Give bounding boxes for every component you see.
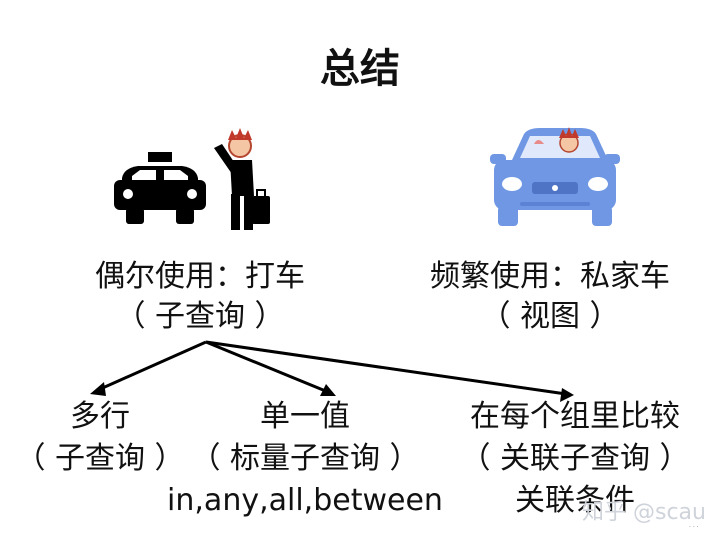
footer-mark: · · · <box>689 524 699 531</box>
right-label-line2: （ 视图 ） <box>480 299 620 334</box>
branch-multirow-subtitle: （ 子查询 ） <box>15 441 185 476</box>
page-title: 总结 <box>320 46 400 92</box>
private-car-icon <box>490 128 620 226</box>
branch-multirow-title: 多行 <box>70 399 130 434</box>
branch-scalar-title: 单一值 <box>260 399 350 434</box>
arrow-to-multirow <box>97 340 207 392</box>
taxi-icon <box>114 152 206 224</box>
left-label-line2: （ 子查询 ） <box>115 299 285 334</box>
branch-scalar-operators: in,any,all,between <box>167 483 443 518</box>
arrow-to-correlated <box>205 340 567 396</box>
arrow-heads <box>90 382 574 402</box>
branch-arrows <box>97 340 567 396</box>
branch-correlated-title: 在每个组里比较 <box>470 399 680 434</box>
branch-scalar-subtitle: （ 标量子查询 ） <box>190 441 420 476</box>
branch-correlated-condition: 关联条件 <box>515 483 635 518</box>
right-label-line1: 频繁使用：私家车 <box>430 259 670 294</box>
branch-correlated-subtitle: （ 关联子查询 ） <box>460 441 690 476</box>
watermark: 知乎 @scau <box>582 500 706 525</box>
driver-face-icon <box>534 127 579 153</box>
arrow-to-scalar <box>205 340 329 394</box>
left-label-line1: 偶尔使用：打车 <box>95 259 305 294</box>
hailing-person-icon <box>214 128 270 230</box>
